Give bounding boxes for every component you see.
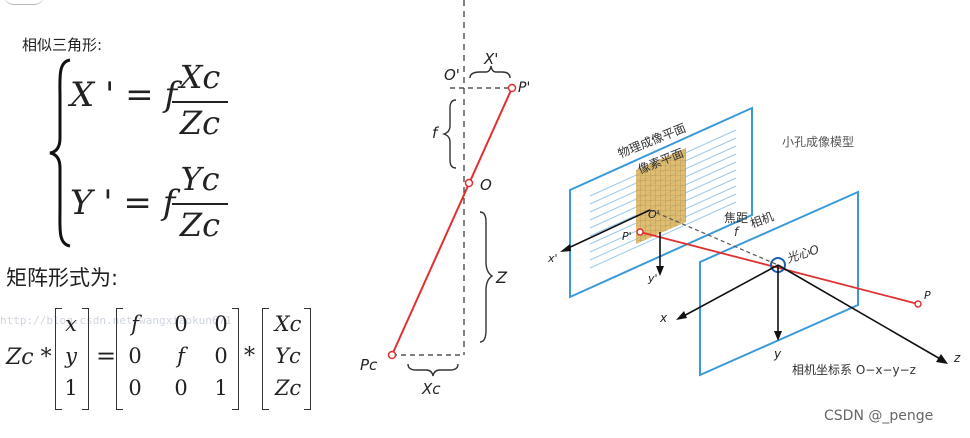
vec-left-bracket-r (82, 308, 89, 410)
focal-f-label: f (734, 225, 740, 239)
p-point-3d (914, 300, 922, 308)
physical-image-plane (569, 106, 753, 299)
k-2-2: 1 (214, 376, 228, 400)
vec-right-1: Yc (275, 344, 301, 368)
vec-left-0: x (65, 312, 77, 336)
coord-system-label: 相机坐标系 O−x−y−z (792, 363, 916, 377)
z-axis-arrow (936, 354, 948, 364)
vec-left-bracket-l (55, 308, 62, 410)
x-axis (679, 264, 779, 319)
watermark: http://blog.csdn.net/wangxiaokun671 (0, 314, 232, 327)
pinhole-diagram: O' X' P' f O Z Pc Xc (360, 0, 530, 398)
p-prime-point (507, 83, 517, 93)
p-prime-point-3d (636, 228, 644, 236)
system-brace (49, 58, 71, 248)
projection-ray-3d (639, 231, 919, 305)
eq2-fraction-bar (172, 203, 228, 205)
o-prime-label-3d: O' (648, 208, 660, 221)
corner-artifact (4, 0, 44, 5)
eq1-denominator: Zc (179, 104, 221, 142)
k-2-1: 0 (174, 376, 188, 400)
credit-label: CSDN @_penge (824, 408, 933, 424)
vec-right-0: Xc (274, 312, 302, 336)
xc-label: Xc (421, 380, 441, 398)
pinhole-panel: O' X' P' f O Z Pc Xc (340, 0, 540, 434)
model-title: 小孔成像模型 (782, 135, 854, 149)
o-point (464, 178, 474, 188)
y-prime-label-3d: y' (647, 272, 658, 285)
formula-panel: 相似三角形: X ' = f Xc Zc Y ' = f Yc Zc 矩阵形式为… (0, 0, 340, 434)
focal-dash (649, 209, 779, 266)
pc-point (387, 350, 397, 360)
z-label-3d: z (953, 351, 961, 365)
k-1-1: f (177, 344, 185, 368)
x-prime-brace (469, 65, 511, 79)
vec-right-2: Zc (274, 376, 302, 400)
optical-center-label: 光心O (785, 242, 821, 266)
matrix-form-title: 矩阵形式为: (6, 266, 119, 290)
matrix-bracket-r (232, 308, 239, 410)
eq1-lhs: X ' = f (70, 75, 178, 115)
projection-ray (391, 87, 513, 356)
z-label: Z (495, 268, 508, 287)
f-label: f (432, 124, 440, 142)
k-2-0: 0 (128, 376, 142, 400)
vec-right-bracket-l (262, 308, 269, 410)
x-axis-arrow (676, 311, 687, 320)
camera-panel: 小孔成像模型 物理成像平面 像素平面 O' P' 焦距 f 相机 光心O x' … (540, 0, 970, 434)
x-prime-label: X' (483, 50, 498, 68)
eq1-numerator: Xc (179, 58, 221, 96)
k-1-2: 0 (214, 344, 228, 368)
focal-label: 焦距 (724, 211, 748, 225)
pixel-block (636, 148, 686, 244)
k-0-2: 0 (214, 312, 228, 336)
eq2-denominator: Zc (179, 206, 221, 244)
vec-left-1: y (65, 344, 77, 368)
similar-triangles-title: 相似三角形: (22, 36, 103, 54)
z-axis (777, 264, 943, 361)
pc-label: Pc (360, 356, 378, 374)
o-label: O (480, 176, 492, 194)
x-prime-label-3d: x' (547, 252, 558, 265)
xc-brace (407, 363, 459, 377)
eq2-lhs: Y ' = f (70, 183, 176, 223)
x-prime-axis (563, 209, 651, 251)
o-prime-label: O' (444, 66, 460, 84)
y-axis-arrow (774, 331, 782, 341)
eq2-numerator: Yc (180, 160, 220, 198)
p-label-3d: P (924, 289, 931, 302)
vec-left-2: 1 (64, 376, 78, 400)
equals-sign: = (96, 342, 117, 370)
zc-label: Zc * (6, 345, 52, 370)
x-prime-arrow (560, 244, 571, 252)
matrix-bracket-l (116, 308, 123, 410)
k-0-1: 0 (174, 312, 188, 336)
f-brace (441, 99, 457, 169)
p-prime-label-3d: P' (622, 230, 632, 243)
camera-plane (699, 190, 859, 377)
x-label-3d: x (659, 311, 668, 325)
y-prime-arrow (656, 266, 664, 276)
k-1-0: 0 (128, 344, 142, 368)
eq1-fraction-bar (172, 101, 228, 103)
vec-right-bracket-r (304, 308, 311, 410)
z-brace (479, 211, 494, 343)
y-label-3d: y (773, 347, 782, 361)
times-sign: * (244, 344, 255, 369)
p-prime-label: P' (518, 80, 530, 96)
k-0-0: f (131, 312, 139, 336)
camera-model-diagram: 小孔成像模型 物理成像平面 像素平面 O' P' 焦距 f 相机 光心O x' … (547, 106, 961, 424)
